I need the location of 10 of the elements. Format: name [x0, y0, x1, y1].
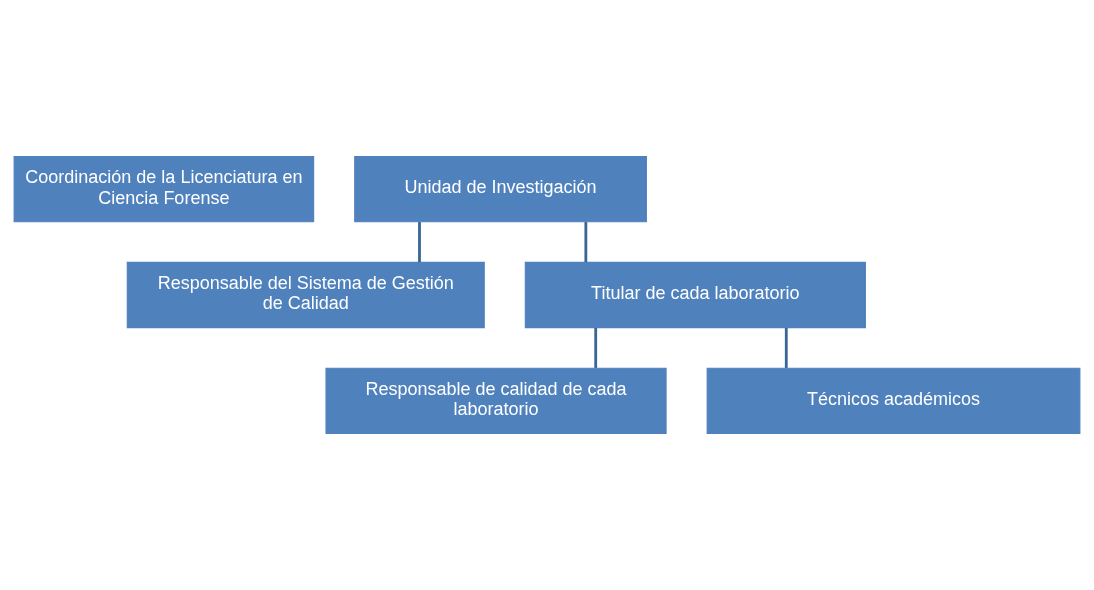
connector: [584, 222, 588, 263]
node-box: Responsable del Sistema de Gestión de Calidad: [126, 261, 485, 329]
node-box: Coordinación de la Licenciatura en Ciencia Forense: [13, 155, 315, 223]
connector: [784, 327, 788, 368]
connector: [418, 222, 421, 263]
connector: [594, 327, 598, 368]
node-box: Técnicos académicos: [706, 367, 1081, 435]
node-box: Unidad de Investigación: [354, 155, 647, 223]
node-box: Titular de cada laboratorio: [524, 261, 866, 329]
node-box: Responsable de calidad de cada laboratorio: [325, 367, 667, 435]
